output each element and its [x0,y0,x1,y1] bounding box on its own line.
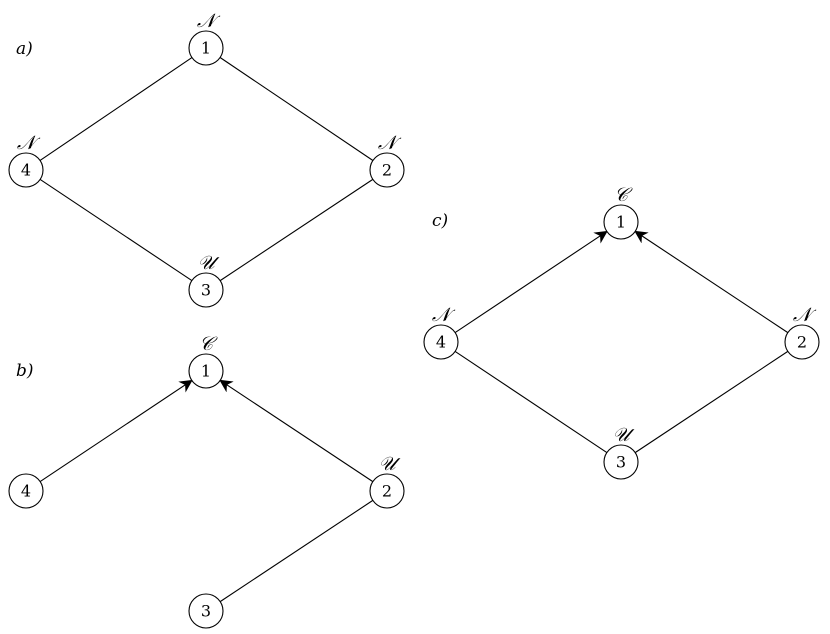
panel-c-edge-2-3 [634,350,789,454]
panel-a-edge-1-2 [219,57,374,161]
panel-c-node-4: 4𝒩 [423,304,459,360]
node-tag: 𝒩 [378,132,402,154]
panel-a-node-4: 4𝒩 [8,132,44,188]
panel-c-node-1: 1𝒞 [603,184,639,240]
panel-b-node-4: 4 [8,473,44,509]
node-number: 3 [201,281,211,300]
node-circle [188,30,224,66]
panel-a-node-2: 2𝒩 [369,132,405,188]
panel-b-edge-4-1 [39,379,193,483]
node-circle [784,324,820,360]
panel-a-edge-4-1 [39,57,193,161]
panel-c-edge-3-4 [454,350,608,454]
node-circle [188,353,224,389]
panel-c-edge-4-1 [454,230,608,334]
node-tag: 𝒰 [197,252,219,274]
node-number: 1 [616,213,626,232]
node-number: 2 [382,482,392,501]
node-number: 4 [21,161,31,180]
node-number: 3 [201,602,211,621]
panel-a-edge-3-4 [39,178,193,282]
node-number: 1 [201,39,211,58]
panel-b-node-1: 1𝒞 [188,333,224,389]
node-circle [188,272,224,308]
node-tag: 𝒩 [432,304,456,326]
panel-label-b: b) [16,361,34,381]
panel-a-edge-2-3 [219,178,374,282]
node-tag: 𝒰 [612,424,634,446]
node-circle [603,204,639,240]
node-number: 4 [21,482,31,501]
node-circle [423,324,459,360]
node-number: 2 [797,333,807,352]
panel-b-edge-2-3 [219,499,374,603]
panel-b-node-3: 3 [188,593,224,629]
node-circle [8,473,44,509]
node-tag: 𝒞 [614,184,633,206]
node-tag: 𝒞 [199,333,218,355]
node-circle [369,152,405,188]
panel-a-node-1: 1𝒩 [188,10,224,66]
node-tag: 𝒰 [378,453,400,475]
node-number: 1 [201,362,211,381]
panel-a-node-3: 3𝒰 [188,252,224,308]
node-number: 4 [436,333,446,352]
node-circle [8,152,44,188]
panel-c-edge-2-1 [634,230,789,334]
panel-c-node-3: 3𝒰 [603,424,639,480]
node-number: 3 [616,453,626,472]
panel-b-node-2: 2𝒰 [369,453,405,509]
node-circle [369,473,405,509]
node-circle [603,444,639,480]
node-tag: 𝒩 [17,132,41,154]
panel-c-node-2: 2𝒩 [784,304,820,360]
node-number: 2 [382,161,392,180]
node-tag: 𝒩 [793,304,817,326]
node-tag: 𝒩 [197,10,221,32]
panel-label-a: a) [16,39,33,59]
panel-b-edge-2-1 [219,379,374,483]
node-circle [188,593,224,629]
panel-label-c: c) [432,211,448,231]
